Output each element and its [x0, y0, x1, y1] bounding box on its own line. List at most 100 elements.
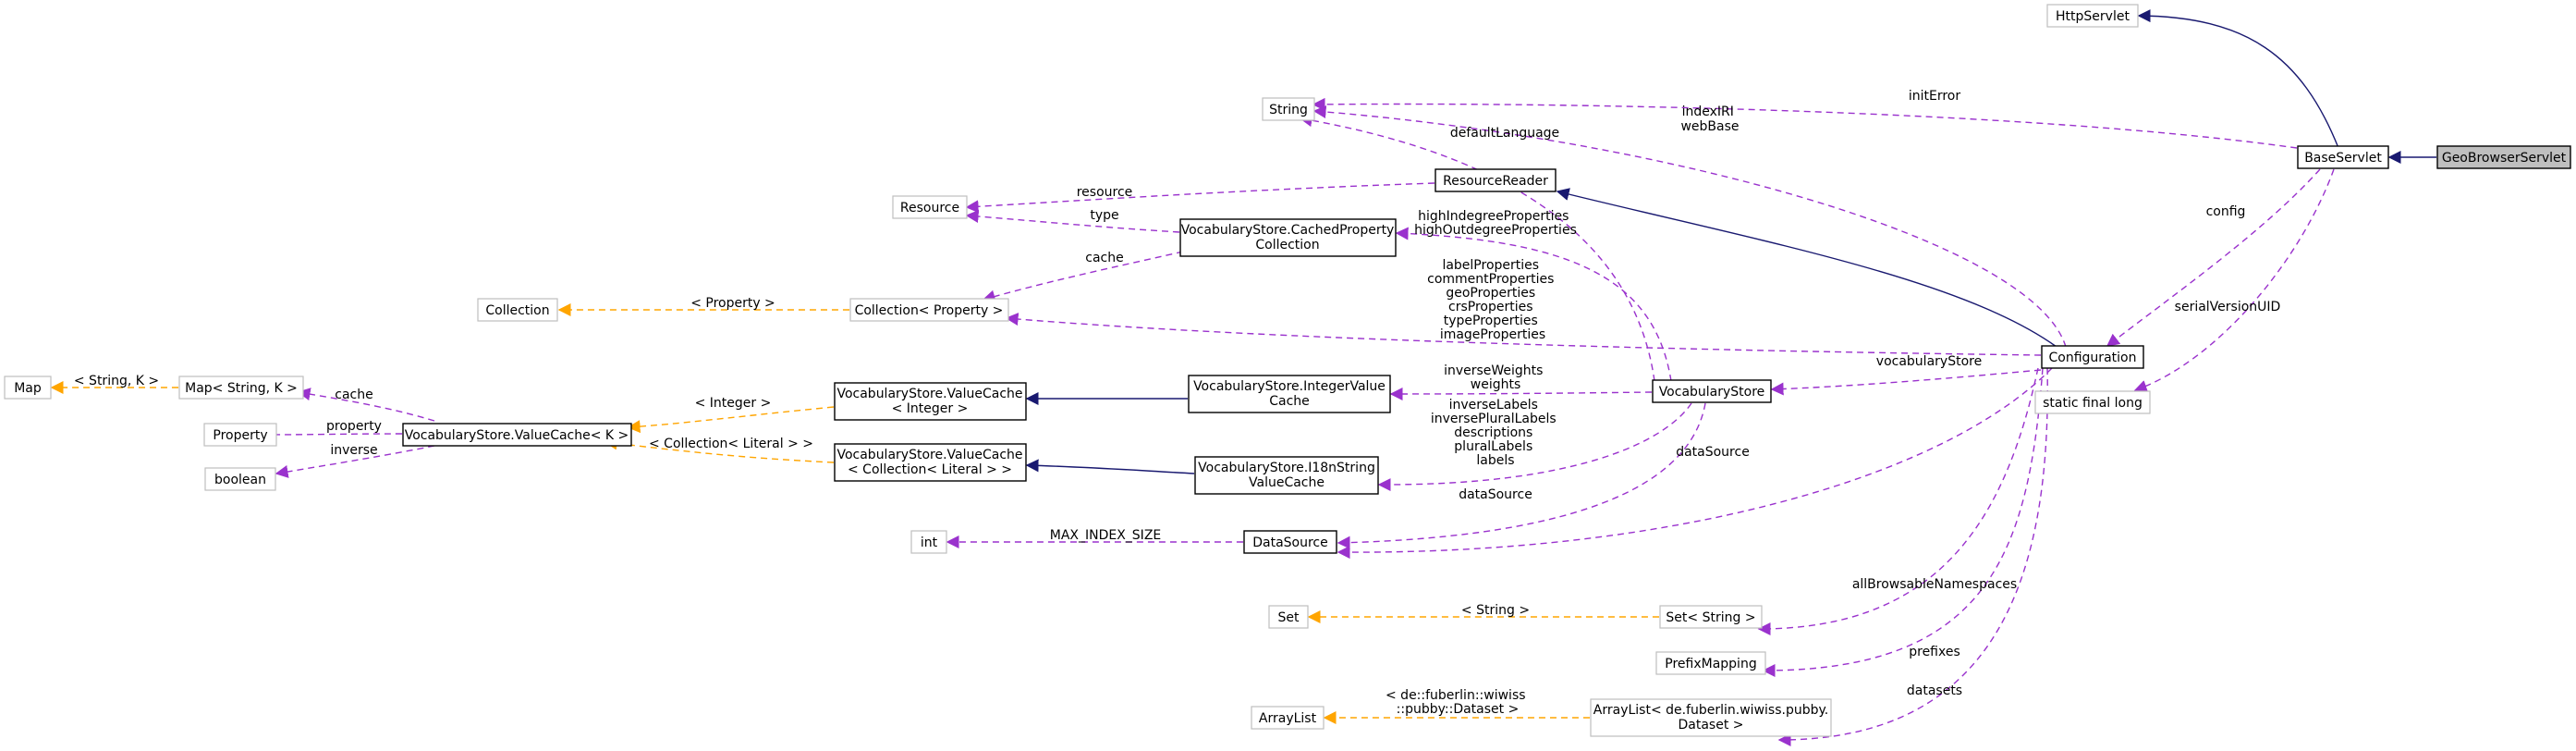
- edge-vocabularystore: [1770, 369, 2042, 396]
- node-prefixmapping[interactable]: PrefixMapping: [1655, 651, 1766, 675]
- edge-datasource-cfg: [1337, 367, 2053, 560]
- node-map-string-k[interactable]: Map< String, K >: [178, 376, 304, 400]
- svg-text:PrefixMapping: PrefixMapping: [1665, 657, 1756, 671]
- edge-serialversionuid: [2133, 168, 2335, 393]
- edge-valuecache-literal: [604, 437, 835, 463]
- edge-resource: [965, 182, 1435, 214]
- arraylist-dataset-line1: ArrayList< de.fuberlin.wiwiss.pubby.: [1593, 703, 1828, 718]
- svg-text:ArrayList: ArrayList: [1259, 711, 1317, 726]
- node-arraylist-dataset[interactable]: ArrayList< de.fuberlin.wiwiss.pubby. Dat…: [1590, 698, 1832, 737]
- node-i18nstring[interactable]: VocabularyStore.I18nString ValueCache: [1194, 456, 1379, 495]
- node-integervaluecache[interactable]: VocabularyStore.IntegerValue Cache: [1188, 375, 1391, 413]
- edge-label-datasource-cfg: dataSource: [1676, 445, 1750, 460]
- valuecache-integer-line1: VocabularyStore.ValueCache: [836, 387, 1022, 401]
- cachedproperty-line2: Collection: [1255, 238, 1319, 252]
- svg-text:Set: Set: [1278, 610, 1300, 625]
- node-collection-property[interactable]: Collection< Property >: [849, 298, 1009, 322]
- node-vocabularystore[interactable]: VocabularyStore: [1652, 379, 1772, 403]
- svg-text:Map: Map: [14, 381, 42, 396]
- node-configuration[interactable]: Configuration: [2041, 345, 2144, 369]
- edge-label-config: config: [2206, 204, 2246, 219]
- edge-label-datasets: datasets: [1907, 683, 1962, 698]
- svg-text:Collection< Property >: Collection< Property >: [855, 303, 1004, 318]
- svg-text:ResourceReader: ResourceReader: [1443, 174, 1548, 189]
- edge-property: [261, 427, 403, 441]
- node-resourcereader[interactable]: ResourceReader: [1435, 168, 1557, 192]
- edge-datasource-vs: [1337, 402, 1706, 549]
- edge-label-prefixes: prefixes: [1909, 645, 1960, 659]
- svg-text:Configuration: Configuration: [2049, 351, 2137, 365]
- edge-label-initerror: initError: [1909, 89, 1961, 104]
- svg-text:VocabularyStore.ValueCache< K: VocabularyStore.ValueCache< K >: [405, 428, 629, 443]
- node-set[interactable]: Set: [1268, 605, 1309, 629]
- node-int[interactable]: int: [910, 530, 947, 554]
- edge-label-dataset-tmpl: < de::fuberlin::wiwiss ::pubby::Dataset …: [1386, 688, 1530, 717]
- cachedproperty-line1: VocabularyStore.CachedProperty: [1181, 223, 1395, 238]
- edge-cache-cachedproperty: [982, 251, 1184, 303]
- edge-label-inverselabels: inverseLabels inversePluralLabels descri…: [1431, 398, 1560, 468]
- edge-label-highdegree: highIndegreeProperties highOutdegreeProp…: [1414, 209, 1577, 238]
- node-valuecache-k[interactable]: VocabularyStore.ValueCache< K >: [402, 423, 632, 447]
- edge-label-allbrowsable: allBrowsableNamespaces: [1852, 577, 2017, 592]
- node-map[interactable]: Map: [4, 376, 52, 400]
- edge-label-cache: cache: [1085, 251, 1123, 265]
- valuecache-integer-line2: < Integer >: [892, 401, 969, 416]
- valuecache-literal-line2: < Collection< Literal > >: [848, 462, 1012, 477]
- node-resource[interactable]: Resource: [892, 195, 968, 219]
- edge-label-resource: resource: [1077, 185, 1133, 200]
- svg-text:BaseServlet: BaseServlet: [2304, 151, 2382, 166]
- edge-label-type: type: [1090, 208, 1118, 223]
- edge-label-string-k-tmpl: < String, K >: [74, 374, 159, 388]
- node-set-string[interactable]: Set< String >: [1659, 605, 1763, 629]
- node-collection[interactable]: Collection: [477, 298, 558, 322]
- edge-label-defaultlanguage: defaultLanguage: [1450, 126, 1559, 141]
- edge-label-max-index-size: MAX_INDEX_SIZE: [1050, 528, 1162, 543]
- edge-label-literal-tmpl: < Collection< Literal > >: [649, 437, 813, 451]
- edge-configuration-resourcereader: [1556, 188, 2057, 348]
- edge-initerror: [1312, 97, 2298, 149]
- svg-text:int: int: [921, 536, 938, 550]
- i18nstring-line1: VocabularyStore.I18nString: [1198, 461, 1375, 475]
- svg-text:Map< String, K >: Map< String, K >: [185, 381, 298, 396]
- edge-inverselabels: [1377, 402, 1692, 492]
- svg-text:DataSource: DataSource: [1252, 536, 1328, 550]
- node-string[interactable]: String: [1262, 97, 1315, 121]
- svg-text:Property: Property: [213, 428, 267, 443]
- node-baseservlet[interactable]: BaseServlet: [2297, 145, 2389, 169]
- node-valuecache-integer[interactable]: VocabularyStore.ValueCache < Integer >: [834, 382, 1027, 421]
- node-static-final-long[interactable]: static final long: [2034, 390, 2151, 414]
- node-datasource[interactable]: DataSource: [1243, 530, 1337, 554]
- node-httpservlet[interactable]: HttpServlet: [2046, 4, 2139, 28]
- arraylist-dataset-line2: Dataset >: [1678, 718, 1743, 733]
- svg-text:HttpServlet: HttpServlet: [2056, 9, 2130, 24]
- node-cachedproperty[interactable]: VocabularyStore.CachedProperty Collectio…: [1179, 218, 1397, 257]
- svg-text:VocabularyStore: VocabularyStore: [1659, 385, 1765, 400]
- valuecache-literal-line1: VocabularyStore.ValueCache: [836, 448, 1022, 462]
- edge-label-integer-tmpl: < Integer >: [695, 396, 772, 411]
- node-boolean[interactable]: boolean: [204, 467, 276, 491]
- edge-indexiri: [1312, 105, 2067, 348]
- svg-text:String: String: [1269, 103, 1308, 117]
- edge-type: [965, 210, 1180, 233]
- edge-baseservlet-httpservlet: [2137, 9, 2339, 149]
- edge-label-inverseweights: inverseWeights weights: [1444, 363, 1547, 392]
- edge-label-property-tmpl: < Property >: [690, 296, 775, 311]
- edge-inverse: [275, 445, 435, 478]
- edge-inverseweights: [1389, 387, 1653, 400]
- node-property[interactable]: Property: [203, 423, 277, 447]
- svg-text:static final long: static final long: [2043, 396, 2143, 411]
- svg-text:boolean: boolean: [214, 473, 266, 487]
- integervaluecache-line2: Cache: [1269, 394, 1310, 409]
- node-geobrowserservlet[interactable]: GeoBrowserServlet: [2436, 145, 2571, 169]
- node-arraylist[interactable]: ArrayList: [1251, 706, 1325, 730]
- svg-text:Set< String >: Set< String >: [1666, 610, 1755, 625]
- edge-label-vocabularystore: vocabularyStore: [1876, 354, 1982, 369]
- edge-cache-map: [297, 388, 435, 422]
- svg-text:GeoBrowserServlet: GeoBrowserServlet: [2442, 151, 2567, 166]
- edge-datasets: [1777, 367, 2048, 746]
- edge-label-datasource-vs: dataSource: [1459, 487, 1532, 502]
- edge-labelprops: [1005, 313, 2042, 356]
- svg-text:Resource: Resource: [900, 201, 959, 215]
- node-valuecache-literal[interactable]: VocabularyStore.ValueCache < Collection<…: [834, 443, 1027, 482]
- edge-prefixes: [1762, 367, 2044, 677]
